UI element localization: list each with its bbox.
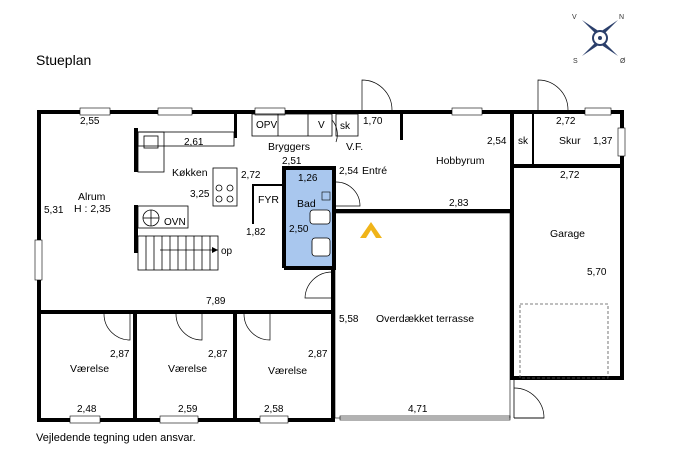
dim-558: 5,58	[339, 314, 359, 325]
room-labels: Alrum H : 2,35 Køkken Bryggers V.F. Entr…	[70, 120, 585, 377]
dim-471: 4,71	[408, 404, 428, 415]
room-vaerelse-1: Værelse	[70, 363, 109, 375]
dim-254b: 2,54	[487, 136, 507, 147]
label-sk-1: sk	[340, 121, 351, 132]
doors	[103, 79, 569, 419]
room-fyr: FYR	[258, 194, 279, 206]
compass-o: Ø	[620, 58, 626, 65]
toilet-icon	[309, 209, 331, 225]
room-skur: Skur	[559, 135, 581, 147]
laundry-counter	[251, 113, 333, 137]
label-v: V	[318, 120, 325, 131]
washbasin-icon	[311, 237, 331, 257]
dim-570: 5,70	[587, 267, 607, 278]
dim-126: 1,26	[298, 173, 318, 184]
terrace-outline	[334, 212, 511, 419]
dim-255: 2,55	[80, 116, 100, 127]
dim-250: 2,50	[289, 224, 309, 235]
page-title: Stueplan	[36, 52, 92, 68]
dim-325: 3,25	[190, 189, 210, 200]
dim-259: 2,59	[178, 404, 198, 415]
room-alrum: Alrum	[78, 191, 106, 203]
dim-283: 2,83	[449, 198, 469, 209]
inner-walls	[37, 110, 624, 420]
dim-272a: 2,72	[241, 170, 261, 181]
dim-248: 2,48	[77, 404, 97, 415]
dim-287a: 2,87	[110, 349, 130, 360]
room-vf: V.F.	[346, 141, 363, 153]
room-vaerelse-2: Værelse	[168, 363, 207, 375]
closet-box	[335, 113, 359, 137]
room-terrasse: Overdækket terrasse	[376, 313, 474, 325]
dim-254a: 2,54	[339, 166, 359, 177]
room-bryggers: Bryggers	[268, 141, 310, 153]
dim-789: 7,89	[206, 296, 226, 307]
stove-icon	[215, 184, 234, 203]
compass-s: S	[573, 58, 578, 65]
room-bad: Bad	[297, 198, 316, 210]
room-hobbyrum: Hobbyrum	[436, 155, 485, 167]
dim-258: 2,58	[264, 404, 284, 415]
dimension-labels: 2,55 2,61 5,31 3,25 2,72 2,51 1,26 1,82 …	[44, 116, 613, 415]
entry-arrow-icon	[360, 222, 382, 238]
dim-531: 5,31	[44, 205, 64, 216]
compass-n: N	[619, 14, 624, 21]
label-sk-2: sk	[518, 136, 529, 147]
room-vaerelse-3: Værelse	[268, 365, 307, 377]
dim-272c: 2,72	[560, 170, 580, 181]
label-opv: OPV	[256, 120, 277, 131]
compass-icon: V N S Ø	[572, 14, 626, 65]
disclaimer-note: Vejledende tegning uden ansvar.	[36, 432, 196, 444]
room-alrum-height: H : 2,35	[74, 203, 111, 215]
dim-170: 1,70	[363, 116, 383, 127]
bathroom-fixtures	[309, 191, 331, 257]
dim-182: 1,82	[246, 227, 266, 238]
stairs	[137, 235, 219, 271]
dim-272b: 2,72	[556, 116, 576, 127]
label-op: op	[221, 246, 233, 257]
dim-287c: 2,87	[308, 349, 328, 360]
dim-287b: 2,87	[208, 349, 228, 360]
dim-251: 2,51	[282, 156, 302, 167]
dim-137: 1,37	[593, 136, 613, 147]
garage-door-outline	[519, 303, 609, 379]
room-kokken: Køkken	[172, 167, 208, 179]
dim-261: 2,61	[184, 137, 204, 148]
room-garage: Garage	[550, 228, 585, 240]
compass-v: V	[572, 14, 577, 21]
label-ovn: OVN	[164, 217, 186, 228]
room-entre: Entré	[362, 165, 387, 177]
kitchen-counters	[137, 131, 238, 229]
sink-icon	[143, 135, 159, 149]
